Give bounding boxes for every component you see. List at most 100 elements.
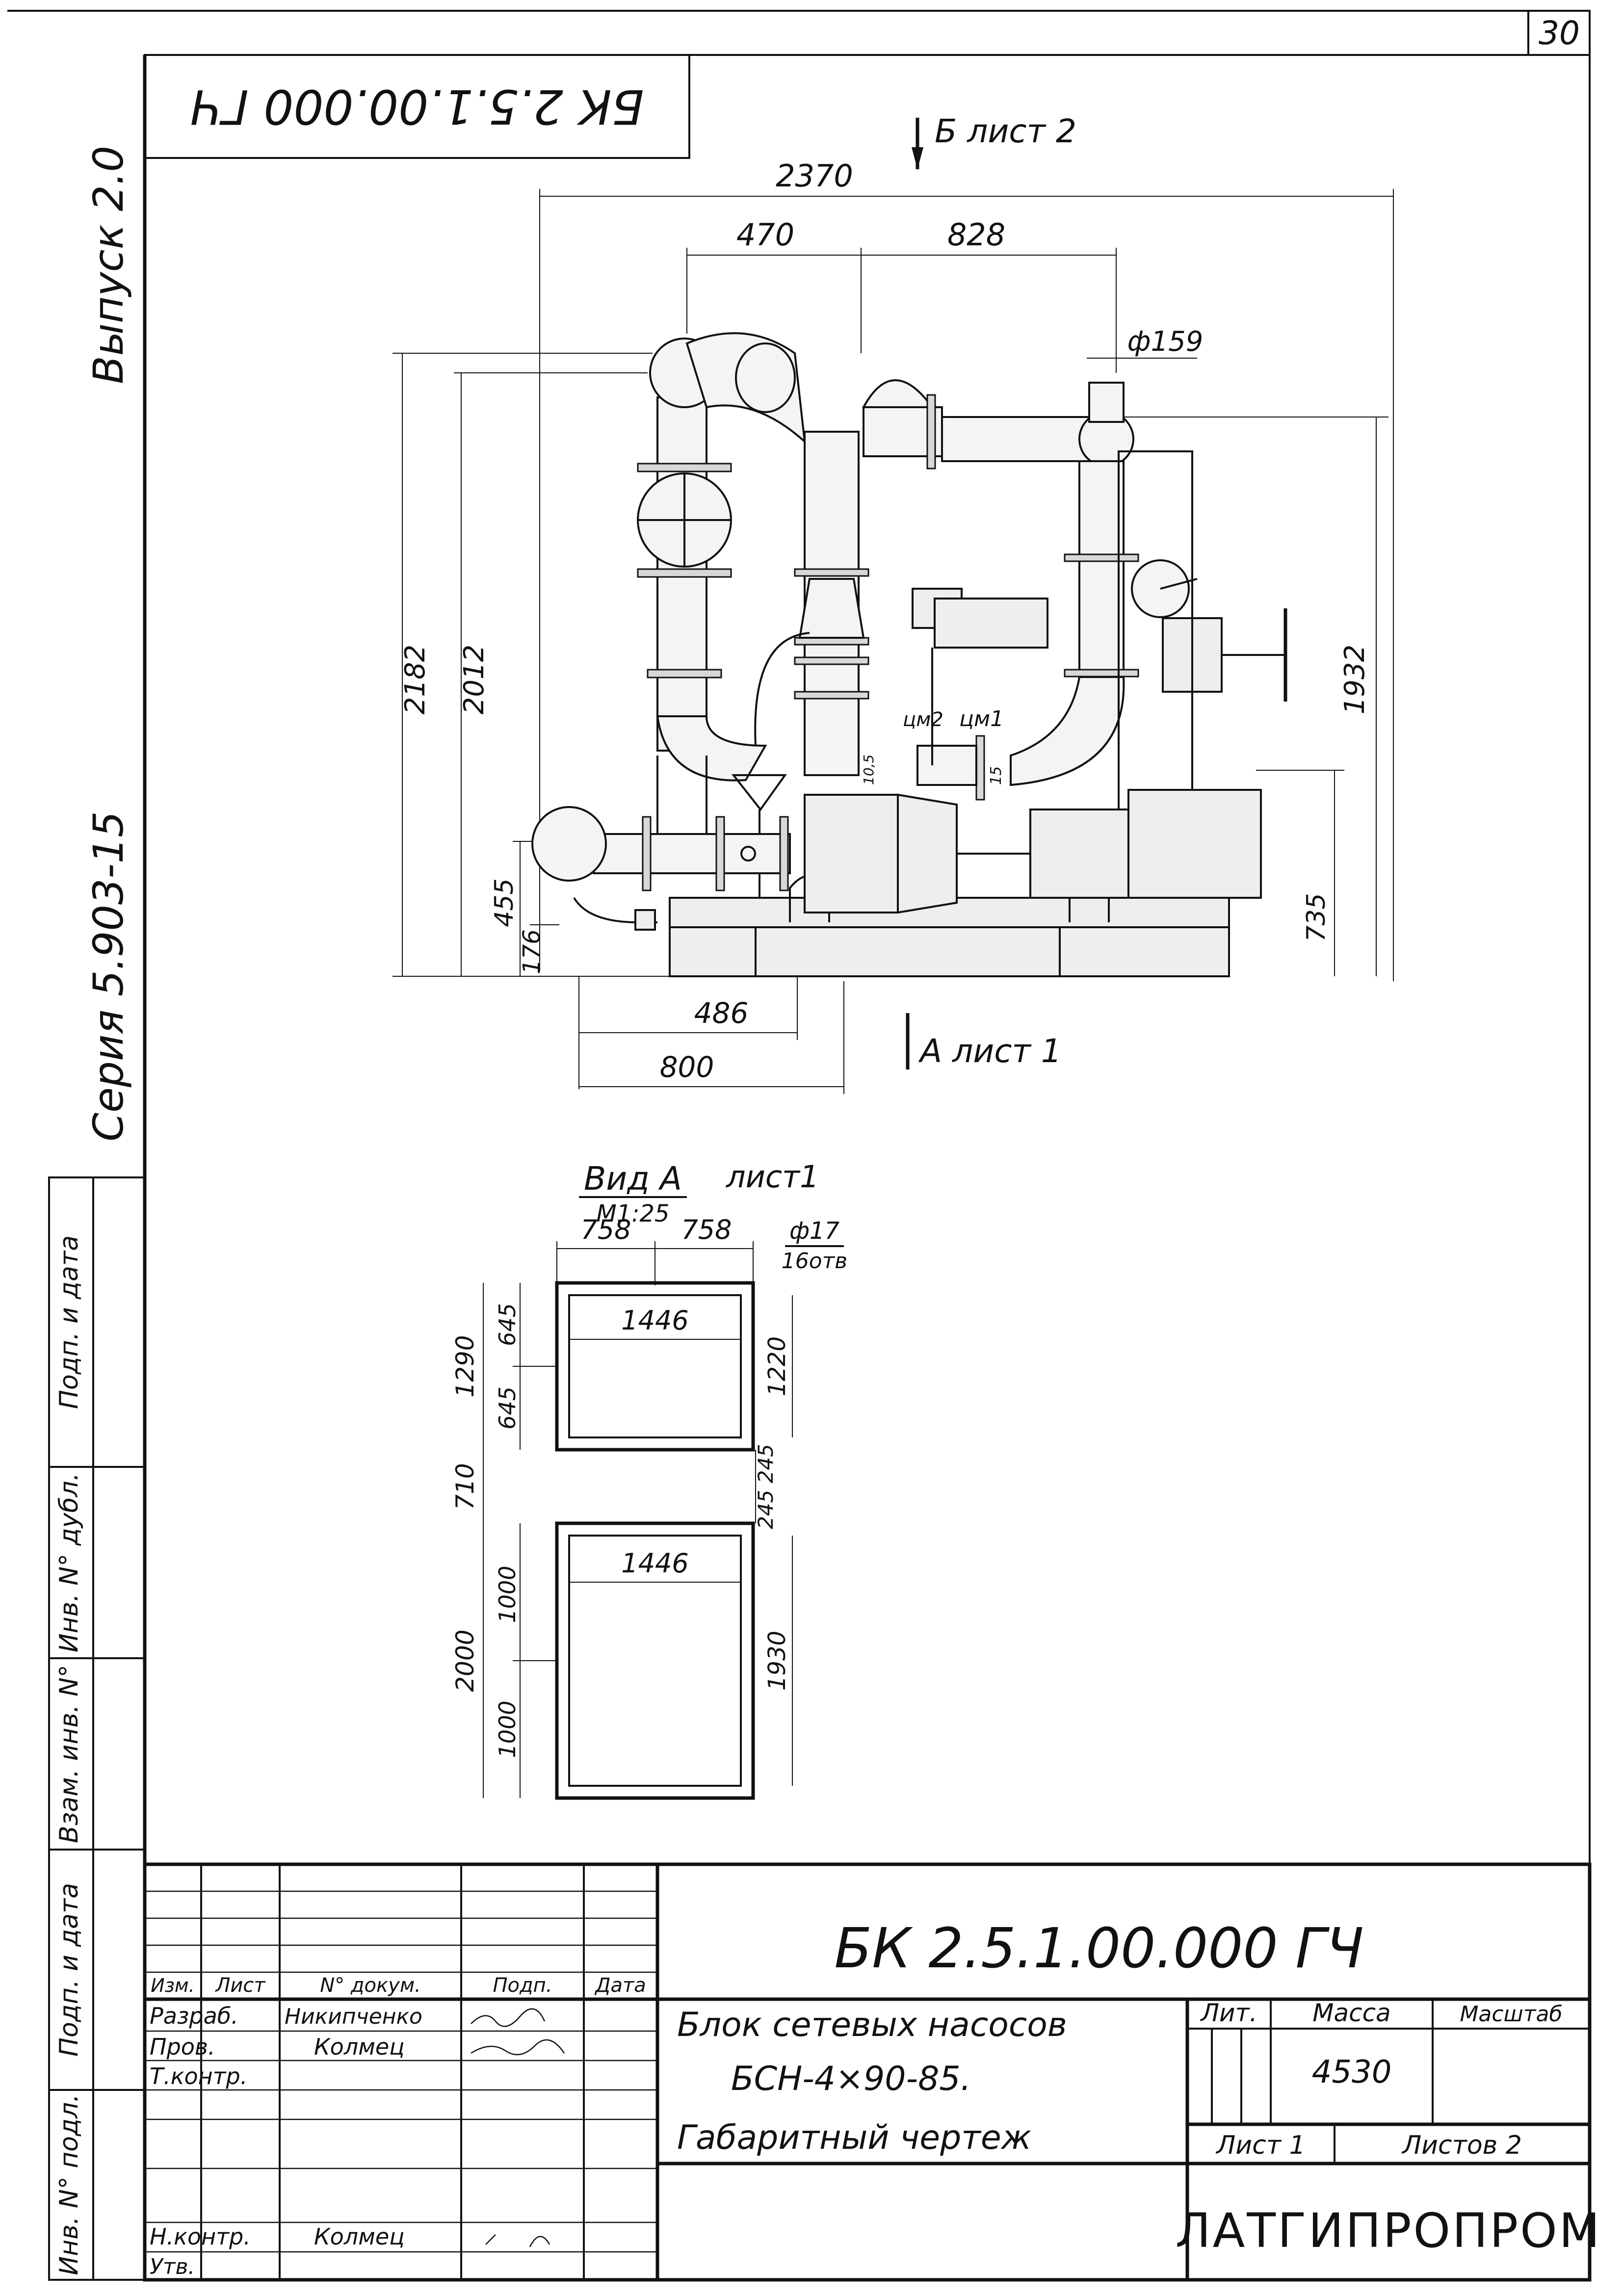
hole-note-diameter: ф17 (789, 1217, 840, 1245)
scale-header: Масштаб (1460, 2002, 1562, 2027)
right-pipe-top (1088, 382, 1125, 423)
role-prov: Пров. (150, 2034, 215, 2060)
page-number-box (1527, 10, 1591, 56)
frame-2-left-bottom: 1000 (494, 1700, 521, 1758)
between-left: 710 (451, 1463, 479, 1510)
stamp-inv-podl: Инв. N° подл. (54, 2094, 84, 2275)
frame-1-left-bottom: 645 (494, 1386, 521, 1430)
left-vessel (531, 806, 607, 882)
name-prov: Колмец (314, 2034, 405, 2060)
frame-1-width: 1446 (621, 1305, 688, 1336)
role-razrab: Разраб. (150, 2003, 238, 2029)
central-flange-4 (794, 568, 869, 577)
top-flange (926, 394, 936, 470)
stamp-podp-date-1: Подп. и дата (54, 1883, 84, 2057)
dim-2182: 2182 (399, 645, 431, 715)
label-15: 15 (988, 766, 1005, 785)
frame-1-left-total: 1290 (451, 1335, 479, 1397)
central-flange-2 (794, 656, 869, 665)
dome (862, 379, 934, 408)
sensor-line (754, 632, 810, 746)
view-b-label: Б лист 2 (935, 112, 1076, 150)
name-line-1: Блок сетевых насосов (677, 2006, 1067, 2044)
series-label: Серия 5.903-15 (84, 811, 132, 1141)
left-h-flange-2 (715, 816, 725, 891)
view-a-scale: М1:25 (596, 1200, 669, 1227)
top-elbow-collar (735, 342, 796, 413)
frame-2-left-total: 2000 (451, 1629, 479, 1692)
role-utv: Утв. (150, 2254, 195, 2279)
sheet-label: Лист 1 (1215, 2131, 1305, 2160)
central-reducer (798, 578, 865, 639)
funnel (731, 774, 787, 811)
left-drain-pipe (573, 897, 657, 923)
dim-470: 470 (736, 217, 794, 253)
inverted-code-box (144, 54, 690, 159)
left-h-flange-3 (779, 816, 789, 891)
view-a-dim-758-right: 758 (681, 1214, 732, 1245)
title-block: Изм. Лист N° докум. Подп. Дата Разраб. Н… (143, 1862, 1602, 2282)
small-valve (740, 846, 756, 861)
view-a: Вид А М1:25 лист1 758 758 ф17 16отв 1446… (451, 1159, 847, 1800)
right-horizontal-pipe (916, 745, 977, 786)
pump-body (804, 794, 899, 913)
lit-header: Лит. (1200, 1999, 1257, 2027)
dim-800: 800 (660, 1050, 714, 1084)
main-drawing: Б лист 2 2370 470 828 ф159 2182 2012 455… (393, 112, 1394, 1094)
dim-455: 455 (490, 878, 519, 927)
title-doc-code: БК 2.5.1.00.000 ГЧ (834, 1917, 1363, 1981)
name-nkontr: Колмец (314, 2223, 405, 2250)
dim-2012: 2012 (458, 645, 490, 715)
mass-value: 4530 (1312, 2054, 1392, 2090)
hole-note-count: 16отв (782, 1249, 847, 1274)
dim-176: 176 (518, 929, 546, 974)
role-tkontr: Т.контр. (150, 2063, 247, 2089)
frame-1-left-top: 645 (494, 1303, 521, 1346)
col-podp: Подп. (493, 1974, 552, 1997)
dim-1932: 1932 (1339, 645, 1371, 715)
pump-volute (897, 793, 958, 914)
name-razrab: Никипченко (285, 2004, 422, 2029)
drain-valve (634, 909, 656, 931)
organization: ЛАТГИПРОПРОМ (1176, 2203, 1602, 2258)
name-line-2: БСН-4×90-85. (731, 2060, 971, 2098)
page-number: 30 (1539, 14, 1580, 52)
side-stamp: Инв. N° подл. Подп. и дата Взам. инв. N°… (48, 1176, 146, 2281)
view-a-dim-758-left: 758 (580, 1214, 631, 1245)
label-cm2: цм2 (903, 708, 943, 731)
dim-735: 735 (1302, 893, 1331, 941)
central-flange-3 (794, 691, 869, 700)
right-motor-box (1127, 789, 1262, 899)
label-10-5: 10,5 (861, 755, 877, 785)
left-h-flange-1 (642, 816, 652, 891)
right-vertical-pipe (1078, 460, 1125, 673)
right-lower-elbow (1010, 676, 1125, 786)
stamp-vzam-inv: Взам. инв. N° (54, 1665, 84, 1843)
right-flange-2 (1064, 669, 1139, 678)
col-data: Дата (594, 1974, 646, 1997)
mass-header: Масса (1312, 1999, 1390, 2027)
left-flange-2 (637, 568, 732, 578)
base-frame (669, 926, 1230, 977)
dim-2370: 2370 (776, 158, 853, 194)
dim-828: 828 (947, 217, 1005, 253)
between-right: 245 245 (754, 1444, 778, 1529)
central-flange-1 (794, 637, 869, 646)
frame-1-inner (568, 1294, 742, 1438)
col-izm: Изм. (151, 1975, 194, 1996)
right-flange-3 (975, 735, 985, 801)
signature-prov (471, 2039, 565, 2056)
dim-486: 486 (694, 996, 749, 1030)
frame-2-right: 1930 (763, 1631, 791, 1691)
issue-label: Выпуск 2.0 (84, 146, 132, 384)
dim-phi159: ф159 (1127, 326, 1204, 358)
name-line-3: Габаритный чертеж (677, 2118, 1031, 2157)
view-a-title: Вид А (584, 1160, 682, 1198)
left-flange-3 (647, 669, 722, 678)
left-flange-1 (637, 463, 732, 472)
frame-2-left-top: 1000 (494, 1565, 521, 1623)
frame-2-width: 1446 (621, 1548, 688, 1579)
sheets-label: Листов 2 (1401, 2131, 1522, 2160)
